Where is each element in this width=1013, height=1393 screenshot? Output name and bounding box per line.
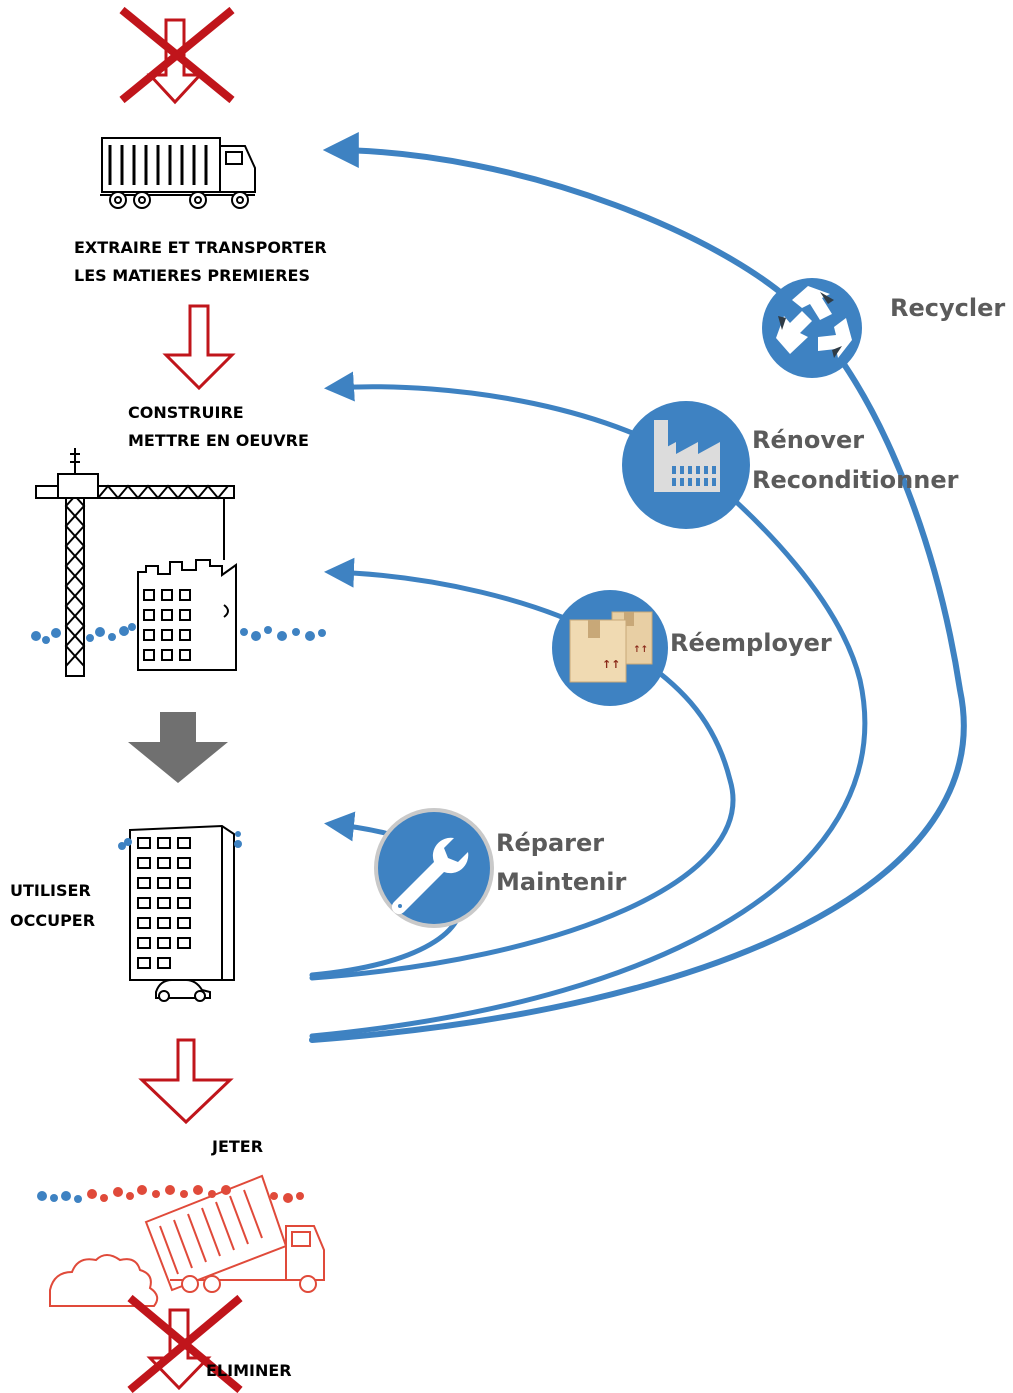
eliminate-label: ELIMINER: [206, 1361, 292, 1380]
construction-particles: [31, 623, 326, 644]
down-arrow-outline: [146, 18, 204, 105]
svg-text:↑↑: ↑↑: [602, 658, 620, 671]
use-to-discard-arrow: [138, 1038, 234, 1125]
build-to-use-arrow: [128, 712, 228, 783]
build-label-line1: CONSTRUIRE: [128, 403, 244, 422]
boxes-icon: ↑↑ ↑↑: [569, 611, 653, 683]
renovate-badge: [622, 401, 750, 529]
bottom-crossed-arrow: [127, 1294, 243, 1393]
dump-truck-icon: [49, 1174, 325, 1307]
tower-building-icon: [129, 824, 235, 1002]
renovate-label-line1: Rénover: [752, 426, 864, 454]
repair-label-line1: Réparer: [496, 829, 604, 857]
reuse-label: Réemployer: [670, 629, 832, 657]
dust-cloud: [49, 1254, 159, 1307]
discard-label: JETER: [211, 1137, 263, 1156]
recycle-loop-curve: [309, 132, 967, 1043]
use-label-line1: UTILISER: [10, 881, 91, 900]
factory-icon: [654, 420, 720, 492]
repair-label-line2: Maintenir: [496, 868, 626, 896]
extract-to-build-arrow: [162, 304, 236, 391]
recycle-badge: [762, 278, 862, 378]
reuse-badge: ↑↑ ↑↑: [552, 590, 668, 706]
crane-building-icon: [35, 448, 237, 677]
svg-text:↑↑: ↑↑: [633, 645, 648, 655]
renovate-loop-curve: [309, 371, 868, 1039]
renovate-label-line2: Reconditionner: [752, 466, 959, 494]
use-label-line2: OCCUPER: [10, 911, 95, 930]
build-label-line2: METTRE EN OEUVRE: [128, 431, 309, 450]
wrench-icon: [391, 837, 469, 915]
truck-icon: [100, 137, 256, 209]
top-crossed-arrow: [119, 6, 235, 105]
repair-badge: [374, 808, 494, 928]
reuse-loop-curve: [309, 557, 736, 981]
extract-label-line2: LES MATIERES PREMIERES: [74, 266, 310, 285]
loop-curves: [309, 132, 967, 1043]
use-particles: [118, 831, 242, 850]
discard-particles: [37, 1185, 304, 1203]
recycle-label: Recycler: [890, 294, 1005, 322]
extract-label-line1: EXTRAIRE ET TRANSPORTER: [74, 238, 327, 257]
